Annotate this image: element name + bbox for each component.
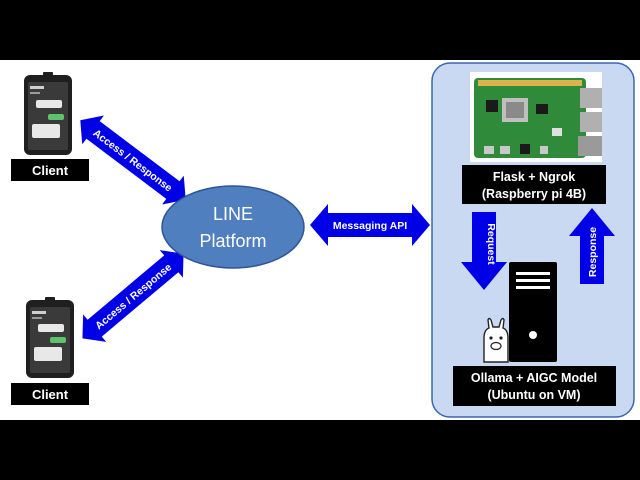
ollama-label-box xyxy=(453,366,616,406)
access-arrow-top-label: Access / Response xyxy=(91,127,175,194)
ollama-llama-icon xyxy=(483,317,509,363)
client-label-box-bottom xyxy=(11,383,89,405)
raspberry-pi-board-icon xyxy=(470,72,602,162)
phone-icon-bottom xyxy=(26,297,74,378)
flask-label-box xyxy=(462,165,606,204)
access-arrow-bottom-label: Access / Response xyxy=(93,261,174,332)
server-tower-icon xyxy=(509,262,557,362)
line-platform-ellipse xyxy=(161,185,305,269)
response-label: Response xyxy=(587,227,599,277)
flask-label-line1: Flask + Ngrok xyxy=(493,170,575,184)
client-label-top: Client xyxy=(32,163,69,178)
flask-label-line2: (Raspberry pi 4B) xyxy=(482,187,586,201)
messaging-api-arrow: Messaging API xyxy=(310,204,430,246)
messaging-api-label: Messaging API xyxy=(333,220,407,232)
phone-icon-top xyxy=(24,72,72,155)
platform-label-line2: Platform xyxy=(199,231,266,251)
request-label: Request xyxy=(485,223,497,265)
response-arrow: Response xyxy=(569,208,615,284)
request-arrow: Request xyxy=(461,212,507,290)
access-arrow-bottom: Access / Response xyxy=(82,250,184,342)
platform-label-line1: LINE xyxy=(213,204,253,224)
ollama-label-line1: Ollama + AIGC Model xyxy=(471,371,597,385)
client-label-box-top xyxy=(11,159,89,181)
client-label-bottom: Client xyxy=(32,387,69,402)
ollama-label-line2: (Ubuntu on VM) xyxy=(487,388,580,402)
